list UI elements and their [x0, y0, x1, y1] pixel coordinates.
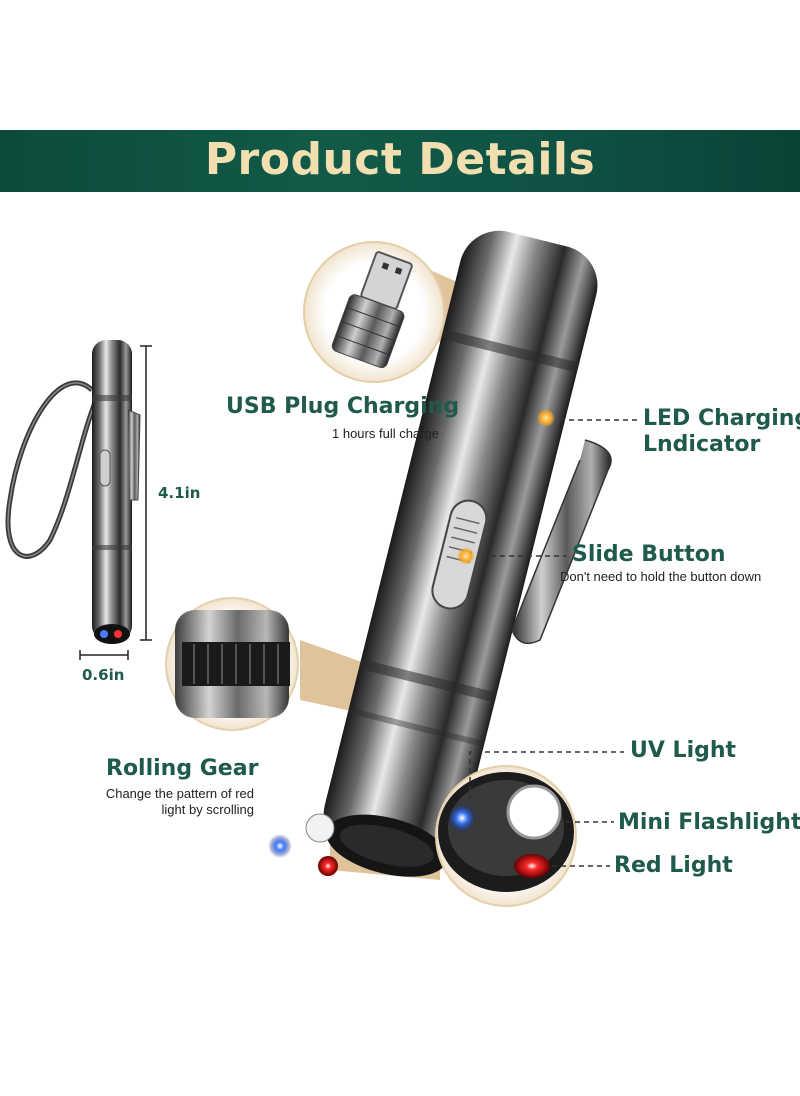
main-red-led — [318, 856, 338, 876]
rolling-gear-title: Rolling Gear — [106, 756, 259, 781]
rolling-gear-detail-circle — [165, 597, 299, 731]
page-title: Product Details — [204, 134, 596, 185]
header-banner — [0, 130, 800, 192]
height-dimension-label: 4.1in — [158, 484, 201, 502]
lens-detail-circle — [435, 765, 577, 907]
usb-charging-title: USB Plug Charging — [226, 394, 460, 419]
leader-lines — [469, 419, 638, 867]
slide-button-subtitle: Don't need to hold the button down — [560, 569, 762, 584]
uv-light-label: UV Light — [630, 738, 737, 763]
pocket-clip — [511, 439, 612, 645]
mini-flashlight-label: Mini Flashlight — [618, 810, 800, 835]
slide-button-dot — [457, 547, 475, 565]
main-flashlight-lens — [305, 813, 335, 843]
main-uv-led — [268, 834, 292, 858]
usb-detail-circle — [303, 241, 445, 383]
small-flashlight — [5, 340, 141, 644]
led-indicator-dot — [537, 409, 555, 427]
led-indicator-title-line1: LED Charging — [643, 406, 800, 431]
slide-button-title: Slide Button — [572, 542, 726, 567]
width-dimension-label: 0.6in — [82, 666, 125, 684]
rolling-gear-subtitle-line2: light by scrolling — [161, 802, 255, 817]
dimension-lines — [79, 345, 152, 660]
rolling-gear-subtitle-line1: Change the pattern of red — [105, 786, 254, 801]
usb-charging-subtitle: 1 hours full charge — [332, 426, 439, 441]
led-indicator-title-line2: Lndicator — [643, 432, 761, 457]
red-light-label: Red Light — [614, 853, 733, 878]
